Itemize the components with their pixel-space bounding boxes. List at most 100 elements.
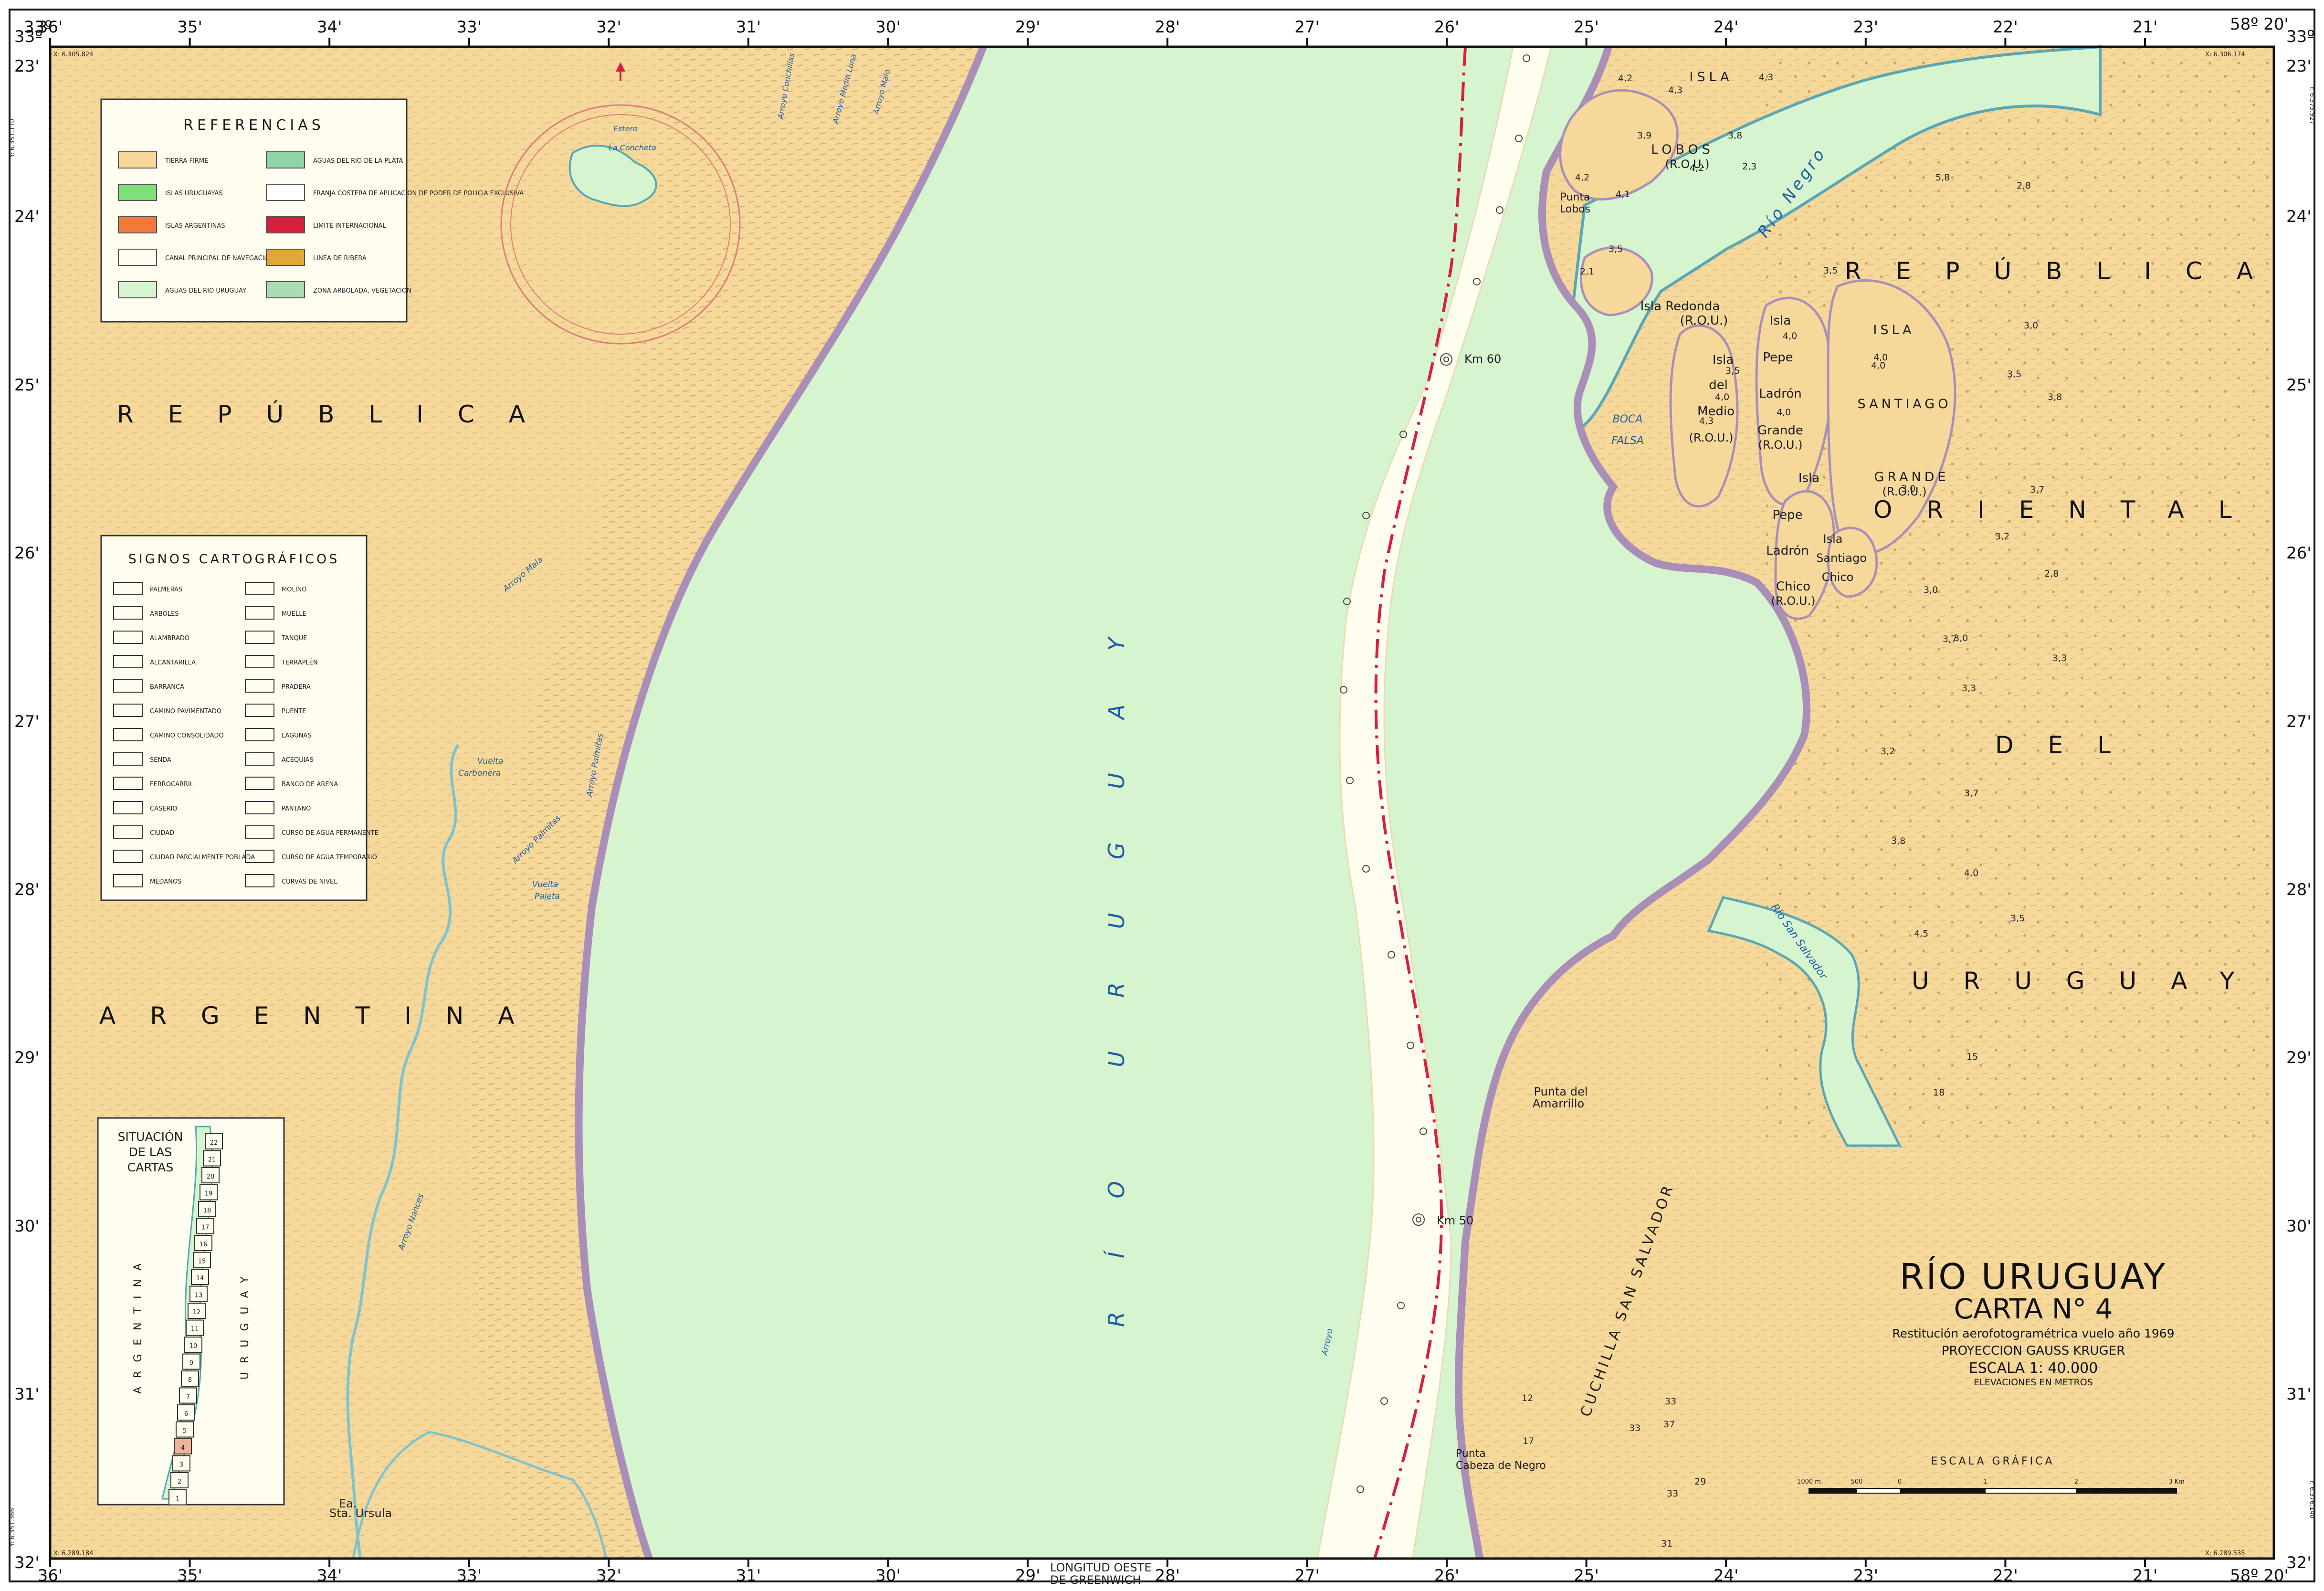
grid-label-top: 27' — [1294, 18, 1320, 37]
sign-swatch — [113, 850, 143, 863]
grid-label-right: 31' — [2286, 1385, 2312, 1404]
grid-label-top: 25' — [1574, 18, 1599, 37]
sign-label: TANQUE — [281, 635, 307, 642]
index-sheet — [200, 1184, 218, 1201]
label-boca-falsa-2: FALSA — [1611, 435, 1644, 447]
elevation-value: 33 — [1665, 1396, 1676, 1407]
elevation-value: 3,2 — [1881, 746, 1895, 757]
map-frame — [49, 45, 2275, 1560]
elevation-value: 4,1 — [1616, 189, 1630, 200]
grid-label-right: 26' — [2286, 544, 2312, 563]
elevation-value: 4,5 — [1914, 928, 1928, 939]
elevation-value: 3,5 — [1609, 244, 1623, 254]
label-punta-cabeza-2: Cabeza de Negro — [1456, 1460, 1546, 1472]
elevation-value: 3,8 — [1891, 836, 1905, 846]
elevation-value: 4,0 — [1783, 331, 1797, 341]
situacion-country-right: URUGUAY — [239, 1268, 251, 1380]
index-sheet-number: 19 — [205, 1191, 213, 1198]
index-sheet — [181, 1370, 199, 1387]
grid-label-left: 29' — [14, 1048, 40, 1067]
references-title: REFERENCIAS — [183, 117, 325, 134]
grid-label-top: 36' — [38, 18, 63, 37]
sign-label: ACEQUIAS — [282, 757, 314, 764]
index-sheet-number: 13 — [195, 1292, 203, 1299]
title-line3: ESCALA 1: 40.000 — [1969, 1360, 2098, 1377]
grid-label-left: 33º — [14, 27, 42, 46]
label-sta-ursula-2: Sta. Ursula — [329, 1507, 392, 1520]
sign-swatch — [245, 801, 274, 814]
label-santiago-grande-3: GRANDE — [1874, 470, 1949, 485]
elevation-value: 29 — [1694, 1476, 1706, 1487]
label-punta-lobos-1: Punta — [1560, 191, 1590, 203]
reference-label: ISLAS ARGENTINAS — [165, 222, 225, 230]
elevation-labels: 4,24,34,33,94,23,82,34,24,13,52,13,54,04… — [1522, 72, 2067, 1549]
sign-swatch — [245, 582, 274, 595]
sign-label: MOLINO — [282, 586, 306, 593]
sign-swatch — [113, 874, 143, 887]
elevation-value: 12 — [1522, 1393, 1533, 1403]
scale-label: 1000 m — [1797, 1478, 1821, 1486]
reference-swatch — [266, 249, 305, 266]
sign-label: PUENTE — [282, 708, 306, 715]
elevation-value: 2,8 — [2044, 569, 2059, 579]
index-sheet-number: 14 — [196, 1275, 204, 1282]
coord-top-right-x: X: 6.306.174 — [2205, 51, 2245, 58]
sign-label: BANCO DE ARENA — [282, 781, 338, 788]
elevation-value: 3,7 — [1943, 634, 1957, 644]
sign-swatch — [245, 606, 274, 620]
index-map: SITUACIÓN DE LAS CARTAS ARGENTINA URUGUA… — [97, 1117, 285, 1506]
label-pepe-chico-5: (R.O.U.) — [1771, 594, 1816, 608]
label-punta-lobos-2: Lobos — [1560, 203, 1590, 215]
outer-frame — [9, 9, 2315, 1582]
grid-label-left: 31' — [14, 1385, 40, 1404]
label-isla-lobos-1: ISLA — [1689, 70, 1733, 84]
index-sheet — [186, 1319, 204, 1336]
label-argentina: ARGENTINA — [99, 1002, 549, 1030]
coord-top-right-y: Y: 6.375.927 — [2308, 85, 2315, 125]
sign-swatch — [245, 631, 274, 644]
label-del: DEL — [1995, 731, 2145, 759]
elevation-value: 3,8 — [2048, 392, 2062, 402]
label-vuelta-carbonera-1: Vuelta — [477, 757, 503, 766]
index-sheet-number: 1 — [176, 1496, 179, 1503]
sign-label: CIUDAD PARCIALMENTE POBLADA — [150, 854, 255, 861]
index-sheet-number: 16 — [200, 1241, 208, 1248]
sign-swatch — [113, 606, 143, 620]
grid-label-top: 30' — [875, 18, 901, 37]
elevation-value: 4,3 — [1668, 85, 1683, 95]
index-sheet — [193, 1252, 211, 1268]
signs-legend: SIGNOS CARTOGRÁFICOS PALMERASARBOLESALAM… — [100, 535, 379, 901]
grid-label-bottom: 34' — [317, 1566, 342, 1585]
index-sheet — [168, 1489, 187, 1506]
reference-swatch — [266, 281, 305, 298]
index-sheet-number: 12 — [193, 1309, 201, 1316]
uruguayan-islands — [1559, 89, 1956, 620]
index-sheet — [170, 1472, 189, 1488]
label-punta-amarrillo-2: Amarrillo — [1533, 1097, 1585, 1110]
situacion-country-left: ARGENTINA — [132, 1255, 144, 1394]
label-santiago-chico-2: Santiago — [1816, 551, 1867, 565]
label-republica-uruguay: REPÚBLICA — [1845, 257, 2287, 285]
label-santiago-grande-4: (R.O.U.) — [1882, 485, 1927, 498]
corner-degree-bottom-right: 58º 20' — [2230, 1566, 2289, 1585]
reference-label: FRANJA COSTERA DE APLICACION DE PODER DE… — [313, 190, 524, 197]
sign-label: TERRAPLÉN — [281, 659, 318, 666]
elevation-value: 3,3 — [1962, 683, 1976, 694]
elevation-value: 4,0 — [1777, 407, 1791, 418]
elevation-value: 4,0 — [1964, 868, 1978, 878]
coord-bottom-left-y: Y: 6.351.366 — [9, 1508, 16, 1547]
label-isla-del-medio-1: Isla — [1713, 353, 1734, 367]
reference-swatch — [118, 184, 157, 201]
grid-label-right: 29' — [2286, 1048, 2312, 1067]
elevation-value: 3,7 — [1964, 788, 1978, 799]
index-sheet-number: 20 — [207, 1173, 215, 1180]
rio-uruguay-water — [578, 47, 1807, 1559]
scale-label: 500 — [1851, 1478, 1863, 1486]
elevation-value: 4,0 — [1715, 392, 1729, 402]
elevation-value: 33 — [1629, 1423, 1640, 1433]
sign-swatch — [245, 728, 274, 741]
elevation-value: 4,2 — [1618, 73, 1632, 84]
label-santiago-chico-1: Isla — [1823, 532, 1843, 546]
